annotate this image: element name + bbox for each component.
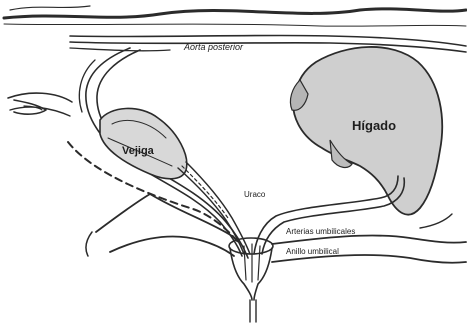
umbilical-vein	[254, 176, 404, 254]
bladder-organ	[100, 108, 187, 178]
dorsal-body-wall	[4, 6, 466, 26]
label-bladder: Vejiga	[122, 145, 155, 157]
label-aorta: Aorta posterior	[183, 42, 244, 52]
left-peritoneal-fold	[8, 93, 72, 116]
aorta-vessel	[70, 35, 466, 52]
label-umbilical-arteries: Arterias umbilicales	[286, 227, 355, 236]
label-urachus: Uraco	[244, 190, 266, 199]
umbilical-ring	[229, 238, 273, 322]
label-liver: Hígado	[352, 118, 396, 133]
label-umbilical-ring: Anillo umbilical	[286, 247, 339, 256]
